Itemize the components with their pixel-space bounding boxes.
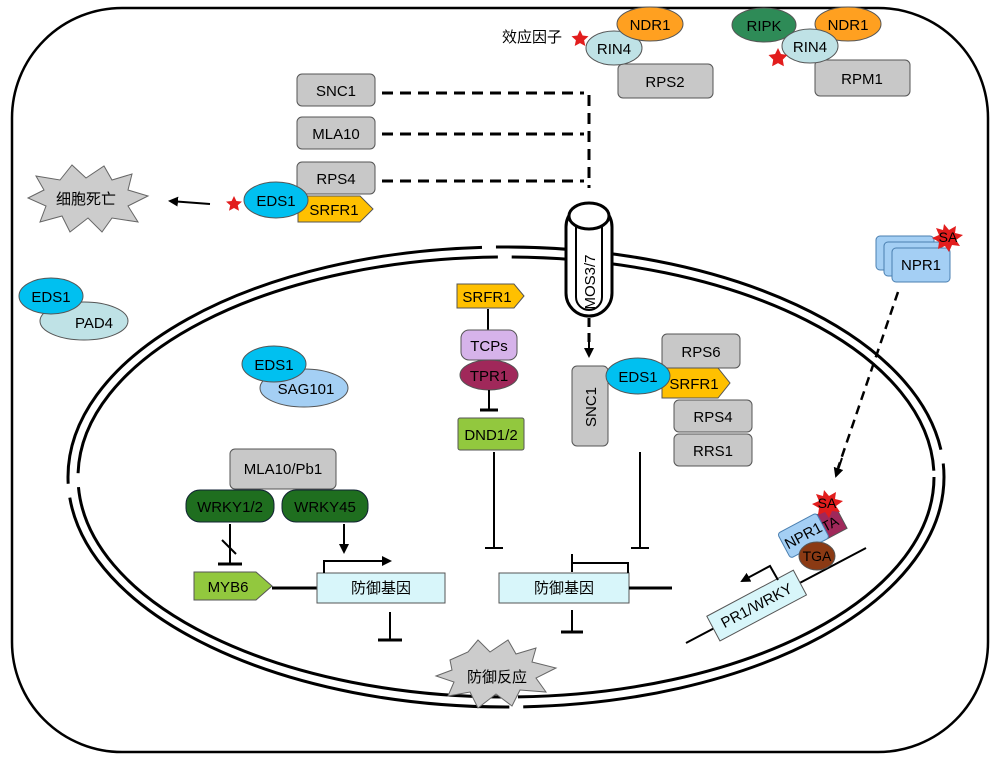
mla10-label: MLA10 [312, 126, 360, 143]
mla-label: MLA10/Pb1 [244, 461, 322, 478]
wrky45-label: WRKY45 [294, 499, 356, 516]
tga-node[interactable] [798, 541, 836, 571]
mla-branch: MLA10/Pb1 WRKY1/2 WRKY45 MYB6 防御基因 [185, 448, 446, 642]
ripk-complex: RPM1 RIPK NDR1 RIN4 [731, 6, 911, 97]
effector-label: 效应因子 [502, 28, 562, 46]
tga-label: TGA [803, 548, 832, 564]
dnd-box[interactable] [457, 417, 525, 451]
defense-response-label: 防御反应 [467, 668, 527, 686]
rpm1-box[interactable] [814, 59, 911, 97]
rps2-label: RPS2 [645, 74, 684, 91]
eds1-sag101-eds1-node[interactable] [241, 345, 307, 383]
eds1-cyto-label: EDS1 [256, 193, 295, 210]
pad4-label: PAD4 [75, 315, 113, 332]
rps4-box[interactable] [296, 161, 376, 195]
snc1-nuc-box[interactable] [571, 365, 609, 447]
npr1-cyto-label: NPR1 [901, 257, 941, 274]
eds1-nuc-label: EDS1 [618, 369, 657, 386]
tcp-branch: SRFR1 TCPs TPR1 DND1/2 [456, 283, 525, 549]
wrky12-box[interactable] [185, 489, 275, 523]
center-gene-box[interactable] [498, 572, 630, 604]
mos37-pore: MOS3/7 [564, 201, 614, 358]
wrky45-box[interactable] [281, 489, 369, 523]
pr1-wrky-box[interactable] [706, 569, 808, 642]
eds1-nuc-node[interactable] [605, 357, 671, 395]
rrs1-label: RRS1 [693, 443, 733, 460]
sa-nuc-label: SA [818, 495, 837, 511]
npr1-cyto-box[interactable] [891, 247, 951, 283]
nuclear-complex: SNC1 RPS6 SRFR1 EDS1 RPS4 RRS1 [571, 333, 753, 549]
eds1-pad4-complex: PAD4 EDS1 [18, 277, 129, 341]
cell-death-label: 细胞死亡 [56, 190, 116, 208]
sa-nuc-burst-icon [812, 490, 843, 518]
center-gene-branch: 防御基因 [498, 554, 672, 634]
snc1-nuc-label: SNC1 [583, 387, 600, 427]
eds1-sag101-complex: SAG101 EDS1 [241, 345, 349, 408]
srfr1-tcp-label: SRFR1 [462, 289, 511, 306]
mla-gene-label: 防御基因 [351, 579, 411, 597]
ripk-label: RIPK [746, 18, 781, 35]
center-gene-label: 防御基因 [534, 579, 594, 597]
rpm1-label: RPM1 [841, 71, 883, 88]
cytoplasm-eds1-complex: SRFR1 EDS1 [168, 181, 374, 223]
sa-cyto-label: SA [939, 229, 958, 245]
mla10-box[interactable] [296, 116, 376, 150]
dnd-label: DND1/2 [464, 427, 517, 444]
ndr1-label: NDR1 [630, 17, 671, 34]
rps6-label: RPS6 [681, 344, 720, 361]
rps4-nuc-label: RPS4 [693, 409, 732, 426]
ndr1-node-right[interactable] [814, 6, 882, 42]
receptor-dashed-connectors [382, 91, 591, 188]
rin4-node-right[interactable] [781, 28, 839, 64]
mla-box[interactable] [229, 448, 337, 490]
eds1-pad4-eds1-label: EDS1 [31, 289, 70, 306]
nuclear-envelope [66, 245, 946, 709]
tcps-label: TCPs [470, 338, 508, 355]
mla-gene-box[interactable] [316, 572, 446, 604]
membrane-receptors: SNC1 MLA10 RPS4 [296, 73, 376, 195]
srfr1-cyto-label: SRFR1 [309, 202, 358, 219]
rin4-label: RIN4 [597, 41, 631, 58]
myb6-shape[interactable] [193, 571, 273, 601]
rin4-node[interactable] [585, 30, 643, 66]
eds1-sag101-eds1-label: EDS1 [254, 357, 293, 374]
rin4-label-right: RIN4 [793, 39, 827, 56]
eds1-star-icon [226, 196, 242, 211]
effector-star-icon [571, 30, 589, 46]
sa-burst-icon [932, 224, 963, 252]
pore-label: MOS3/7 [582, 254, 599, 309]
eds1-cyto-node[interactable] [243, 181, 309, 219]
srfr1-cyto-shape[interactable] [297, 195, 374, 223]
rps4-nuc-box[interactable] [673, 399, 753, 433]
ndr1-node[interactable] [616, 6, 684, 42]
ndr1-label-right: NDR1 [828, 17, 869, 34]
ripk-star-icon [768, 48, 788, 67]
rrs1-box[interactable] [673, 433, 753, 467]
defense-response-node: 防御反应 [434, 639, 558, 709]
srfr1-tcp-shape[interactable] [456, 283, 525, 309]
srfr1-nuc-label: SRFR1 [669, 376, 718, 393]
srfr1-nuc-shape[interactable] [661, 367, 731, 399]
cell-death-node: 细胞死亡 [26, 164, 150, 233]
wrky12-label: WRKY1/2 [197, 499, 263, 516]
eds1-pad4-eds1-node[interactable] [18, 277, 84, 315]
npr1-cytoplasm: NPR1 SA [833, 224, 963, 478]
tpr1-label: TPR1 [470, 368, 508, 385]
rps2-box[interactable] [617, 63, 714, 99]
rps4-label: RPS4 [316, 171, 355, 188]
snc1-box[interactable] [296, 73, 376, 107]
ripk-node[interactable] [731, 7, 797, 43]
sag101-label: SAG101 [278, 381, 335, 398]
myb6-label: MYB6 [208, 579, 249, 596]
effector-complex: 效应因子 RPS2 RIN4 NDR1 [502, 6, 714, 99]
snc1-label: SNC1 [316, 83, 356, 100]
